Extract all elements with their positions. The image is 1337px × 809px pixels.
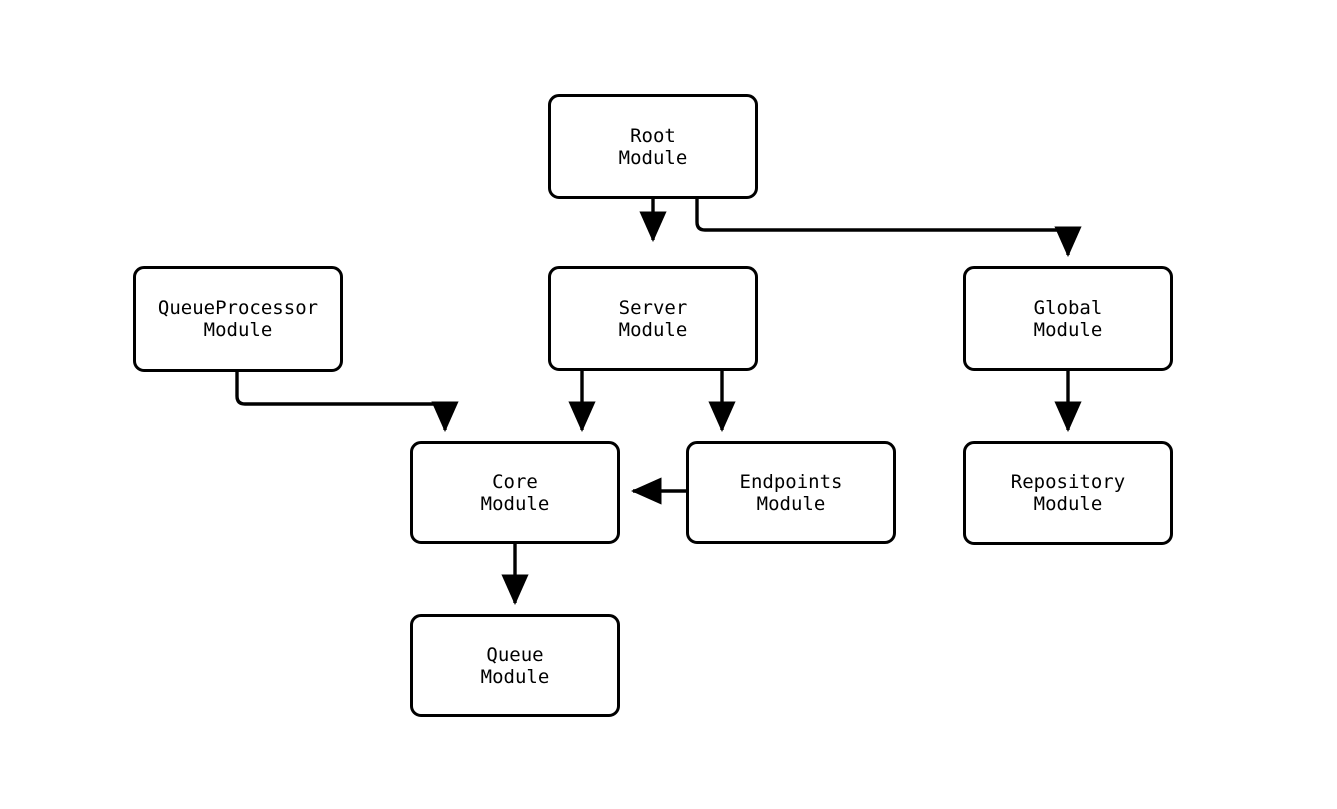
node-endpoints-module-suffix: Module: [756, 492, 826, 515]
node-queueprocessor-module-suffix: Module: [203, 319, 273, 341]
node-core-module-suffix: Module: [480, 492, 550, 515]
node-repository-module-suffix: Module: [1033, 493, 1103, 515]
node-queue-module[interactable]: Queue Module: [410, 614, 620, 717]
node-server-module-name: Server: [618, 296, 688, 319]
node-queueprocessor-module[interactable]: QueueProcessor Module: [133, 266, 343, 372]
node-core-module-name: Core: [492, 470, 538, 493]
node-root-module-suffix: Module: [618, 146, 688, 169]
node-root-module[interactable]: Root Module: [548, 94, 758, 199]
node-queue-module-name: Queue: [486, 643, 544, 666]
node-endpoints-module[interactable]: Endpoints Module: [686, 441, 896, 544]
node-core-module[interactable]: Core Module: [410, 441, 620, 544]
node-global-module[interactable]: Global Module: [963, 266, 1173, 371]
node-repository-module-name: Repository: [1010, 471, 1126, 493]
node-queueprocessor-module-name: QueueProcessor: [157, 297, 319, 319]
node-root-module-name: Root: [630, 124, 676, 147]
node-server-module-suffix: Module: [618, 318, 688, 341]
node-global-module-name: Global: [1033, 296, 1103, 319]
edge-root-to-global: [695, 199, 1082, 258]
node-global-module-suffix: Module: [1033, 318, 1103, 341]
edge-queueprocessor-to-core: [235, 372, 459, 433]
node-repository-module[interactable]: Repository Module: [963, 441, 1173, 545]
node-queue-module-suffix: Module: [480, 665, 550, 688]
node-endpoints-module-name: Endpoints: [739, 470, 843, 493]
node-server-module[interactable]: Server Module: [548, 266, 758, 371]
